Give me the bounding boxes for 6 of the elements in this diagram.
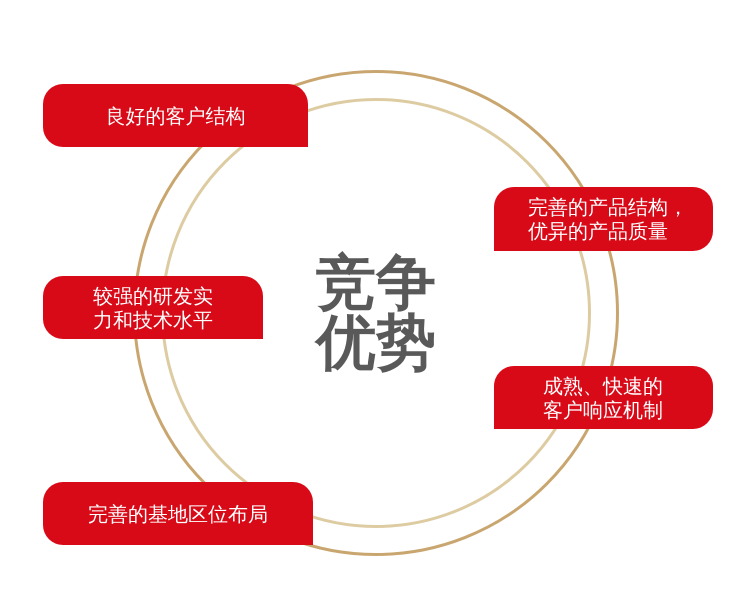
highlight-box: 成熟、快速的客户响应机制 (494, 366, 713, 429)
highlight-box: 完善的产品结构，优异的产品质量 (494, 187, 713, 251)
highlight-box: 较强的研发实力和技术水平 (43, 276, 263, 339)
center-title: 竞争优势 (313, 253, 437, 373)
highlight-box: 完善的基地区位布局 (43, 482, 313, 545)
highlight-box: 良好的客户结构 (43, 84, 308, 147)
